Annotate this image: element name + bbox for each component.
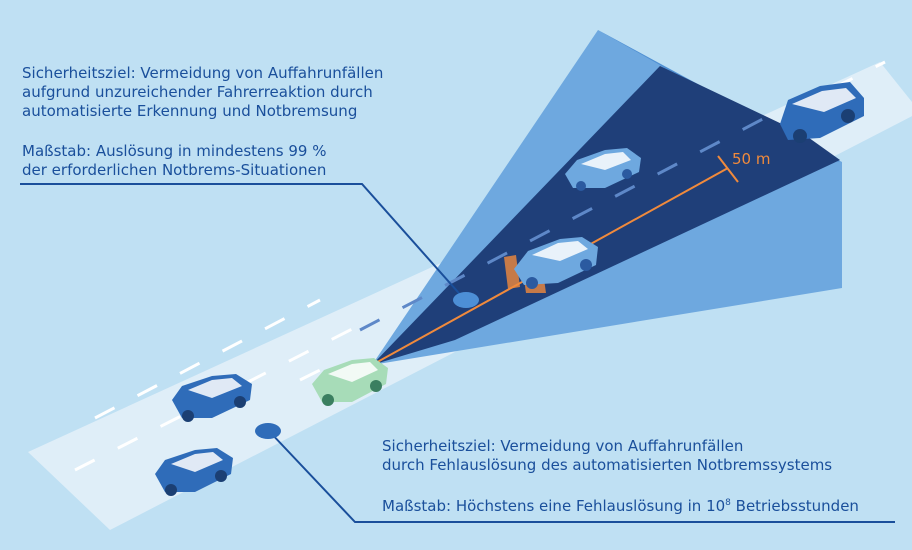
top-goal-line: Sicherheitsziel: Vermeidung von Auffahru…	[22, 64, 384, 82]
target-car	[504, 237, 598, 293]
car-far	[565, 148, 641, 191]
bottom-goal-text: Sicherheitsziel: Vermeidung von Auffahru…	[382, 437, 832, 475]
lane-markings-cone	[299, 108, 781, 382]
bottom-measure-suffix: Betriebsstunden	[730, 497, 859, 515]
leader-line-top	[20, 183, 466, 301]
van	[780, 82, 864, 143]
sensor-cone-near	[372, 66, 840, 365]
top-measure-text: Maßstab: Auslösung in mindestens 99 % de…	[22, 142, 326, 180]
top-goal-line: aufgrund unzureichender Fahrerreaktion d…	[22, 83, 373, 101]
car-left-upper	[172, 374, 252, 422]
top-goal-line: automatisierte Erkennung und Notbremsung	[22, 102, 358, 120]
range-label: 50 m	[732, 150, 770, 168]
top-goal-text: Sicherheitsziel: Vermeidung von Auffahru…	[22, 64, 383, 121]
top-measure-line: Maßstab: Auslösung in mindestens 99 %	[22, 142, 327, 160]
bottom-goal-line: durch Fehlauslösung des automatisierten …	[382, 456, 833, 474]
bottom-measure-text: Maßstab: Höchstens eine Fehlauslösung in…	[382, 497, 859, 516]
bottom-goal-line: Sicherheitsziel: Vermeidung von Auffahru…	[382, 437, 744, 455]
range-line-cap	[717, 155, 739, 183]
top-measure-line: der erforderlichen Notbrems-Situationen	[22, 161, 327, 179]
leader-line-bottom	[267, 429, 895, 523]
bottom-measure-prefix: Maßstab: Höchstens eine Fehlauslösung in…	[382, 497, 726, 515]
bottom-measure-exponent: 8	[725, 498, 731, 508]
marker-dot-top	[453, 292, 479, 308]
car-left-lower	[155, 448, 233, 496]
ego-car	[312, 358, 388, 406]
marker-dot-bottom	[255, 423, 281, 439]
